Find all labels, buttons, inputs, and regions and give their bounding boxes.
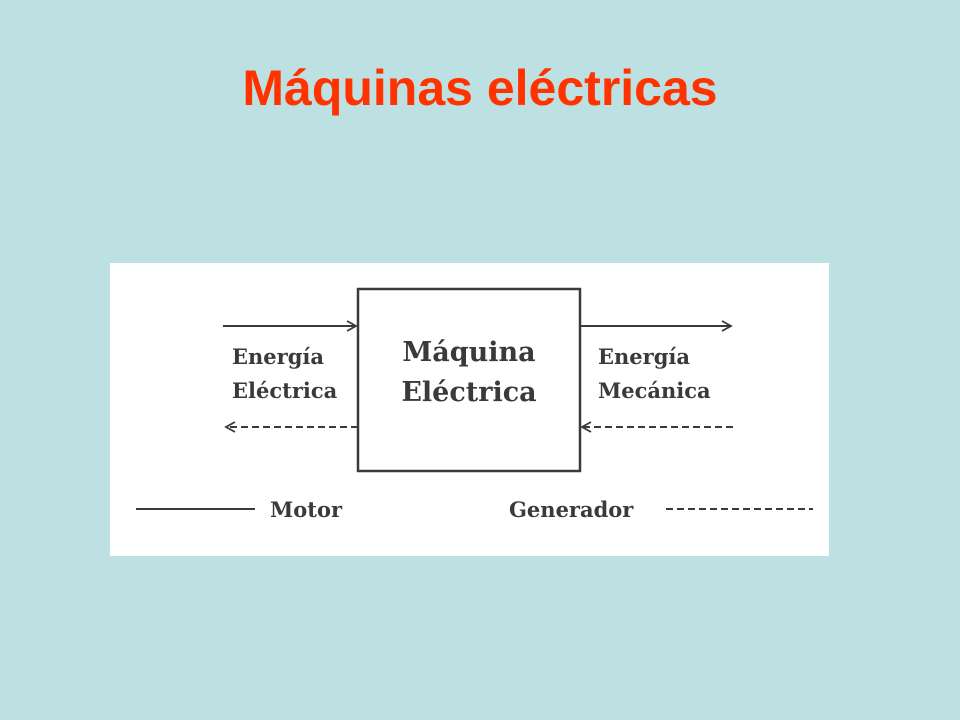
page-title: Máquinas eléctricas [242,60,718,116]
machine-box-label-line1: Máquina [402,337,535,368]
mechanical-energy-label-line2: Mecánica [598,378,711,403]
diagram-canvas: Máquina Eléctrica Energía Eléctrica Ener… [136,287,813,522]
electrical-energy-label-line1: Energía [232,344,324,369]
legend-motor-label: Motor [270,497,343,522]
machine-box [356,287,582,473]
mechanical-energy-label-line1: Energía [598,344,690,369]
machine-box-label-line2: Eléctrica [401,377,536,408]
electrical-energy-label-line2: Eléctrica [232,378,338,403]
legend-generator-label: Generador [509,497,634,522]
energy-flow-diagram: Máquina Eléctrica Energía Eléctrica Ener… [110,263,829,556]
